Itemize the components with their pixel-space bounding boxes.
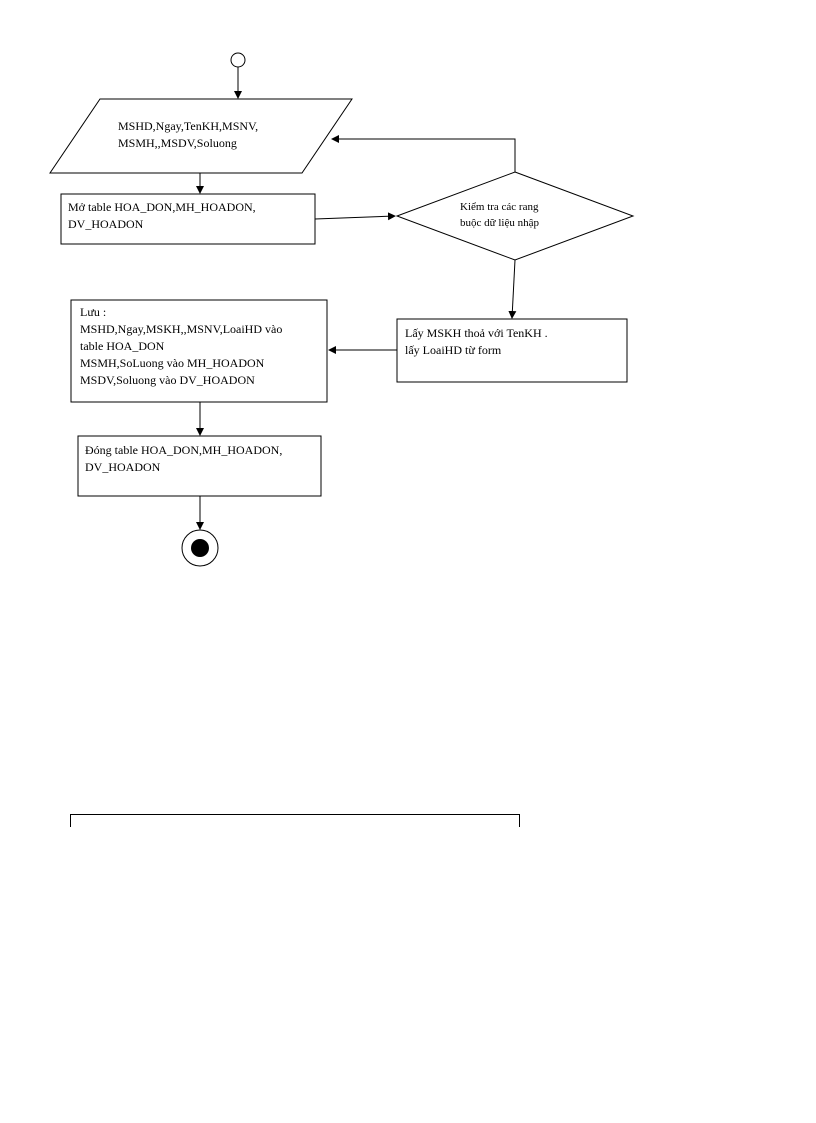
- lookup-line-1: Lấy MSKH thoả với TenKH .: [405, 326, 548, 340]
- input-line-1: MSHD,Ngay,TenKH,MSNV,: [118, 119, 259, 133]
- close-line-2: DV_HOADON: [85, 460, 161, 474]
- save-line-1: Lưu :: [80, 305, 107, 319]
- save-line-2: MSHD,Ngay,MSKH,,MSNV,LoaiHD vào: [80, 322, 283, 336]
- open-line-2: DV_HOADON: [68, 217, 144, 231]
- save-box: [70, 299, 328, 403]
- open-table-text: Mở table HOA_DON,MH_HOADON, DV_HOADON: [68, 199, 256, 233]
- arrow-check-back-to-input: [331, 135, 516, 172]
- footer-rule: [70, 814, 520, 827]
- arrow-check-to-lookup: [508, 259, 517, 319]
- close-table-box: [77, 435, 322, 497]
- input-text: MSHD,Ngay,TenKH,MSNV, MSMH,,MSDV,Soluong: [118, 118, 258, 152]
- lookup-line-2: lấy LoaiHD từ form: [405, 343, 502, 357]
- lookup-box: [396, 318, 628, 383]
- close-table-text: Đóng table HOA_DON,MH_HOADON, DV_HOADON: [85, 442, 282, 476]
- arrow-open-to-check: [314, 212, 396, 221]
- close-line-1: Đóng table HOA_DON,MH_HOADON,: [85, 443, 283, 457]
- start-node: [230, 52, 246, 68]
- check-line-2: buộc dữ liệu nhập: [460, 217, 539, 229]
- save-line-3: table HOA_DON: [80, 339, 165, 353]
- open-table-box: [60, 193, 316, 245]
- input-line-2: MSMH,,MSDV,Soluong: [118, 136, 237, 150]
- save-text: Lưu : MSHD,Ngay,MSKH,,MSNV,LoaiHD vào ta…: [80, 304, 282, 389]
- end-node-core: [191, 539, 209, 557]
- open-line-1: Mở table HOA_DON,MH_HOADON,: [68, 200, 256, 214]
- check-line-1: Kiểm tra các rang: [460, 201, 539, 213]
- save-line-5: MSDV,Soluong vào DV_HOADON: [80, 373, 255, 387]
- check-text: Kiểm tra các rang buộc dữ liệu nhập: [460, 199, 539, 231]
- save-line-4: MSMH,SoLuong vào MH_HOADON: [80, 356, 265, 370]
- lookup-text: Lấy MSKH thoả với TenKH . lấy LoaiHD từ …: [405, 325, 548, 359]
- input-parallelogram: [49, 98, 353, 174]
